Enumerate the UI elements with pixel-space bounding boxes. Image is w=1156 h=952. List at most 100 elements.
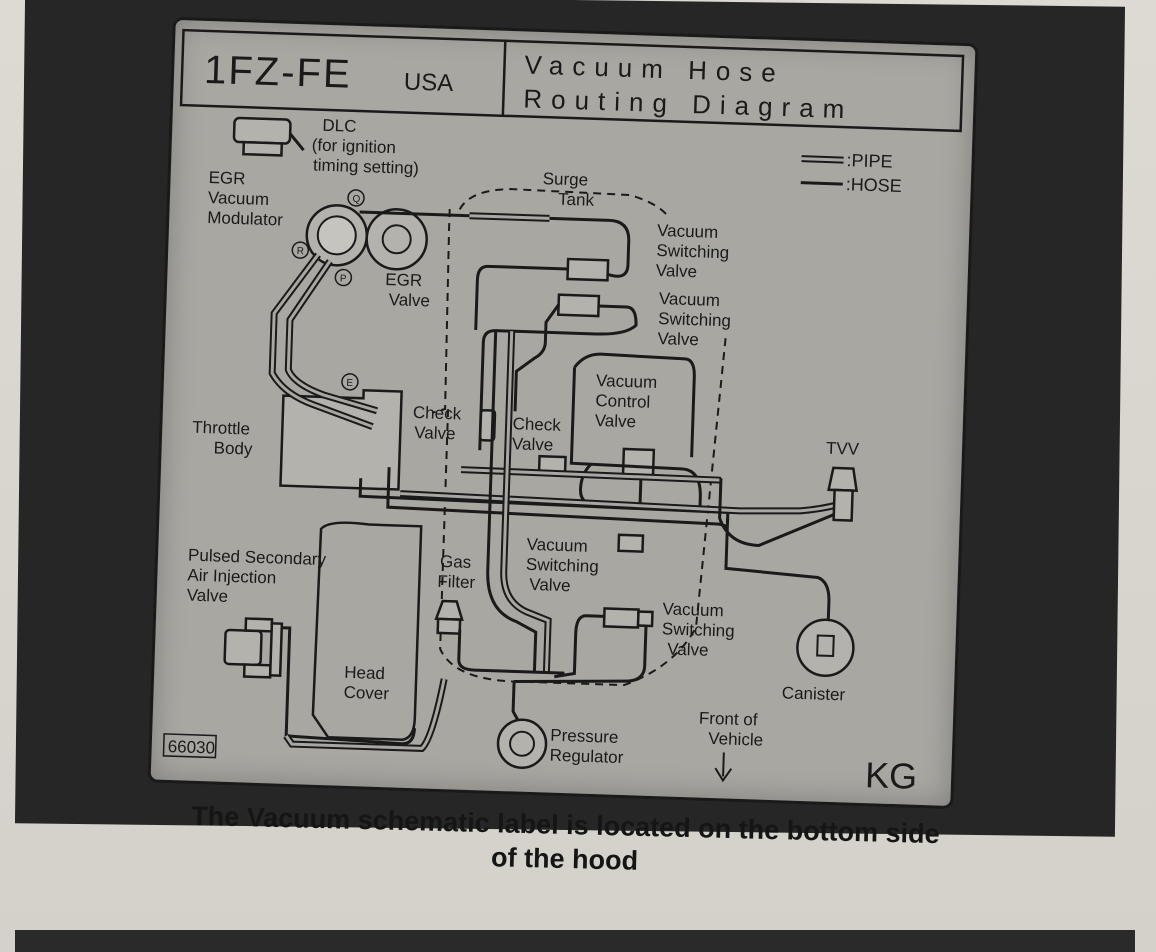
- check-valve-2-label-2: Valve: [512, 434, 554, 454]
- vsv-lower-right-icon: [602, 607, 654, 629]
- part-code: 66030: [167, 737, 215, 758]
- vsv-4-label-1: Vacuum: [662, 599, 724, 620]
- title-line-1: Vacuum Hose: [524, 49, 785, 88]
- header-divider: [501, 40, 507, 116]
- legend-hose-label: :HOSE: [845, 174, 902, 196]
- canister-label: Canister: [782, 683, 846, 704]
- head-cover-icon: [311, 521, 423, 742]
- vsv-1-label-3: Valve: [655, 261, 697, 281]
- egr-modulator-label-3: Modulator: [207, 208, 284, 230]
- vsv-2-label-2: Switching: [658, 309, 731, 330]
- egr-vacuum-modulator-icon: [305, 204, 369, 267]
- vacuum-hose-diagram: 1FZ-FE USA Vacuum Hose Routing Diagram :…: [162, 28, 965, 797]
- egr-modulator-label-2: Vacuum: [208, 188, 270, 209]
- vacuum-label-plate: 1FZ-FE USA Vacuum Hose Routing Diagram :…: [147, 16, 979, 810]
- surge-tank-label-1: Surge: [542, 169, 588, 189]
- front-of-vehicle-label-1: Front of: [699, 709, 758, 730]
- hose-vsv4-b: [514, 625, 648, 683]
- pressure-regulator-label-2: Regulator: [549, 746, 624, 767]
- tvv-label: TVV: [826, 439, 860, 459]
- canister-icon: [796, 618, 855, 677]
- surge-tank-outline-left: [432, 209, 451, 414]
- vsv-3-label-1: Vacuum: [526, 535, 588, 556]
- arrow-down-icon: [714, 752, 733, 783]
- dlc-connector-icon: [232, 116, 305, 157]
- next-photo-edge: [15, 930, 1135, 952]
- hose-vsv2: [478, 304, 638, 451]
- vsv-3-label-2: Switching: [526, 555, 599, 576]
- port-mark-p: P: [334, 268, 353, 287]
- legend-pipe-label: :PIPE: [846, 150, 893, 172]
- egr-modulator-label-1: EGR: [208, 168, 245, 188]
- kg-mark: KG: [865, 754, 918, 797]
- hose-vcv-loop: [569, 367, 702, 508]
- vacuum-control-valve-icon: [621, 447, 656, 478]
- hose-vsv2-down: [513, 303, 560, 412]
- hose-vsv4: [554, 614, 605, 679]
- hose-to-tvv: [718, 478, 841, 547]
- tvv-icon: [827, 466, 859, 522]
- egr-valve-label-1: EGR: [385, 270, 422, 290]
- gas-filter-label-2: Filter: [437, 572, 476, 592]
- vsv-2-label-1: Vacuum: [659, 289, 721, 310]
- vcv-label-2: Control: [595, 391, 650, 412]
- hood-photo: 1FZ-FE USA Vacuum Hose Routing Diagram :…: [14, 0, 1126, 837]
- vsv-3-label-3: Valve: [529, 575, 571, 595]
- port-mark-e: E: [341, 373, 359, 391]
- pair-label-2: Air Injection: [187, 566, 276, 588]
- pair-valve-icon: [223, 617, 284, 679]
- throttle-body-label-2: Body: [213, 438, 253, 458]
- vcv-label-1: Vacuum: [596, 371, 658, 392]
- hose-vsv1: [474, 264, 568, 331]
- check-valve-1-label-1: Check: [413, 403, 462, 424]
- header-box: [179, 28, 965, 133]
- dlc-label-3: timing setting): [313, 155, 419, 177]
- svg-text:P: P: [340, 273, 347, 284]
- engine-model: 1FZ-FE: [203, 48, 352, 97]
- hose-to-canister: [724, 518, 831, 628]
- hose-vcv-top: [573, 352, 696, 458]
- part-code-box: [162, 733, 217, 759]
- head-cover-label-2: Cover: [343, 683, 389, 704]
- check-valve-1-label-2: Valve: [414, 423, 456, 443]
- hose-pressure-reg: [511, 681, 521, 723]
- head-cover-label-1: Head: [344, 663, 385, 683]
- surge-tank-outline-top: [458, 188, 671, 219]
- svg-text:Q: Q: [352, 194, 360, 205]
- vsv-4-label-3: Valve: [667, 640, 709, 660]
- pair-label-3: Valve: [186, 586, 228, 606]
- egr-valve-icon: [365, 208, 428, 271]
- vsv-1-label-1: Vacuum: [657, 221, 719, 242]
- hose-pair: [281, 626, 416, 746]
- pressure-regulator-icon: [496, 718, 548, 769]
- legend: :PIPE :HOSE: [800, 150, 902, 196]
- hose-gas-filter: [457, 629, 565, 675]
- vcv-label-3: Valve: [594, 411, 636, 431]
- pair-label-1: Pulsed Secondary: [188, 546, 327, 570]
- vsv-middle-icon: [556, 293, 601, 318]
- throttle-body-icon: [279, 389, 403, 491]
- vsv-4-label-2: Switching: [662, 619, 735, 640]
- vsv-lower-center-icon: [617, 533, 645, 553]
- hose-vertical-1: [486, 330, 538, 673]
- vsv-upper-icon: [566, 257, 610, 282]
- dlc-label-2: (for ignition: [311, 135, 396, 157]
- region-label: USA: [403, 68, 453, 97]
- svg-text:R: R: [297, 246, 305, 257]
- legend-hose-swatch: [800, 181, 843, 186]
- check-valve-2-label-1: Check: [512, 414, 561, 435]
- port-mark-r: R: [291, 241, 310, 259]
- gas-filter-label-1: Gas: [440, 552, 472, 572]
- front-of-vehicle-label-2: Vehicle: [708, 729, 763, 750]
- surge-tank-outline-bottom: [439, 338, 727, 687]
- vsv-2-label-3: Valve: [657, 329, 699, 349]
- vsv-1-label-2: Switching: [656, 241, 729, 262]
- dlc-label: DLC: [322, 116, 357, 136]
- surge-tank-label-2: Tank: [558, 190, 595, 210]
- pressure-regulator-label-1: Pressure: [550, 726, 619, 747]
- svg-text:E: E: [346, 378, 353, 389]
- gas-filter-icon: [434, 599, 464, 635]
- egr-valve-label-2: Valve: [388, 290, 430, 310]
- throttle-body-label-1: Throttle: [192, 418, 250, 439]
